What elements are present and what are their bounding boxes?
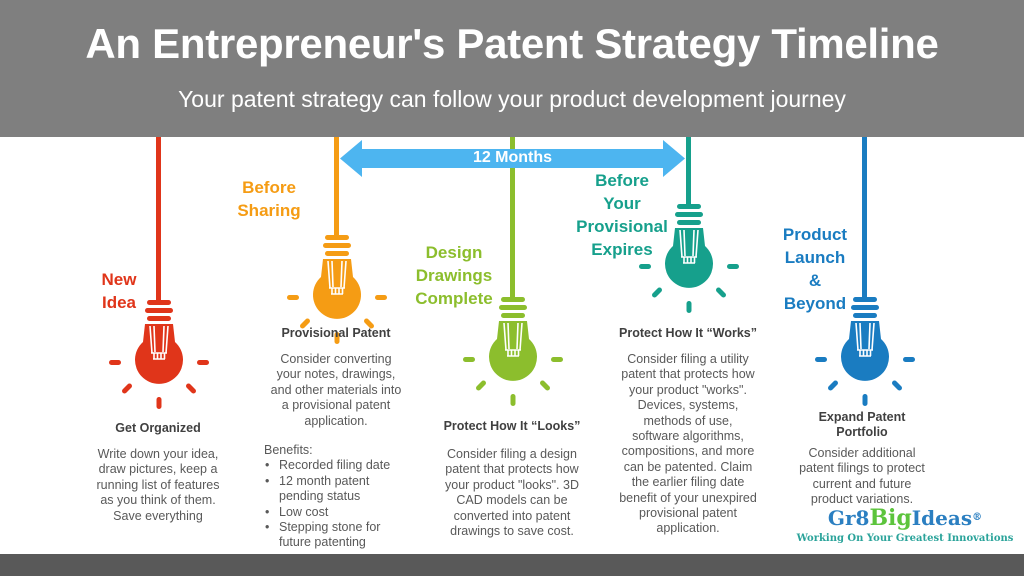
cord-design-drawings	[510, 137, 515, 302]
logo-wordmark: Gr8BigIdeas®	[827, 505, 983, 531]
cord-before-sharing	[334, 137, 339, 240]
page-subtitle: Your patent strategy can follow your pro…	[178, 86, 846, 112]
description-protect-works: Consider filing a utility patent that pr…	[619, 352, 757, 536]
stage-label-before-sharing: Before Sharing	[237, 178, 301, 220]
heading-provisional-patent: Provisional Patent	[281, 326, 391, 340]
logo-tagline: Working On Your Greatest Innovations	[796, 533, 1014, 544]
description-expand-portfolio: Consider additional patent filings to pr…	[799, 446, 925, 507]
twelve-months-arrow	[340, 140, 685, 177]
cord-new-idea	[156, 137, 161, 305]
description-provisional-patent: Consider converting your notes, drawings…	[270, 352, 402, 428]
gr8bigideas-logo: Gr8BigIdeas® Working On Your Greatest In…	[796, 507, 1014, 546]
benefits-title: Benefits:	[264, 443, 313, 457]
footer-bar	[0, 554, 1024, 576]
page-title: An Entrepreneur's Patent Strategy Timeli…	[85, 20, 939, 67]
heading-expand-portfolio: Expand Patent Portfolio	[818, 410, 906, 439]
header-banner: An Entrepreneur's Patent Strategy Timeli…	[0, 0, 1024, 137]
twelve-months-label: 12 Months	[472, 149, 553, 166]
lightbulb-icon-new-idea	[108, 300, 210, 410]
stage-label-before-provisional-expires: Before Your Provisional Expires	[576, 171, 668, 259]
stage-label-design-drawings: Design Drawings Complete	[415, 243, 493, 308]
heading-get-organized: Get Organized	[115, 421, 201, 435]
cord-before-provisional-expires	[686, 137, 691, 209]
benefit-item: Recorded filing date	[264, 458, 424, 474]
lightbulb-icon-product-launch	[814, 297, 916, 407]
lightbulb-icon-design-drawings	[462, 297, 564, 407]
description-get-organized: Write down your idea, draw pictures, kee…	[96, 447, 220, 523]
benefits-list-provisional-patent: Benefits: Recorded filing date 12 month …	[264, 443, 424, 551]
stage-label-product-launch: Product Launch & Beyond	[782, 225, 848, 313]
benefit-item: Low cost	[264, 505, 424, 521]
heading-protect-works: Protect How It “Works”	[619, 326, 757, 340]
description-protect-looks: Consider filing a design patent that pro…	[445, 447, 579, 539]
heading-protect-looks: Protect How It “Looks”	[443, 419, 581, 433]
stage-label-new-idea: New Idea	[101, 270, 137, 312]
cord-product-launch	[862, 137, 867, 302]
